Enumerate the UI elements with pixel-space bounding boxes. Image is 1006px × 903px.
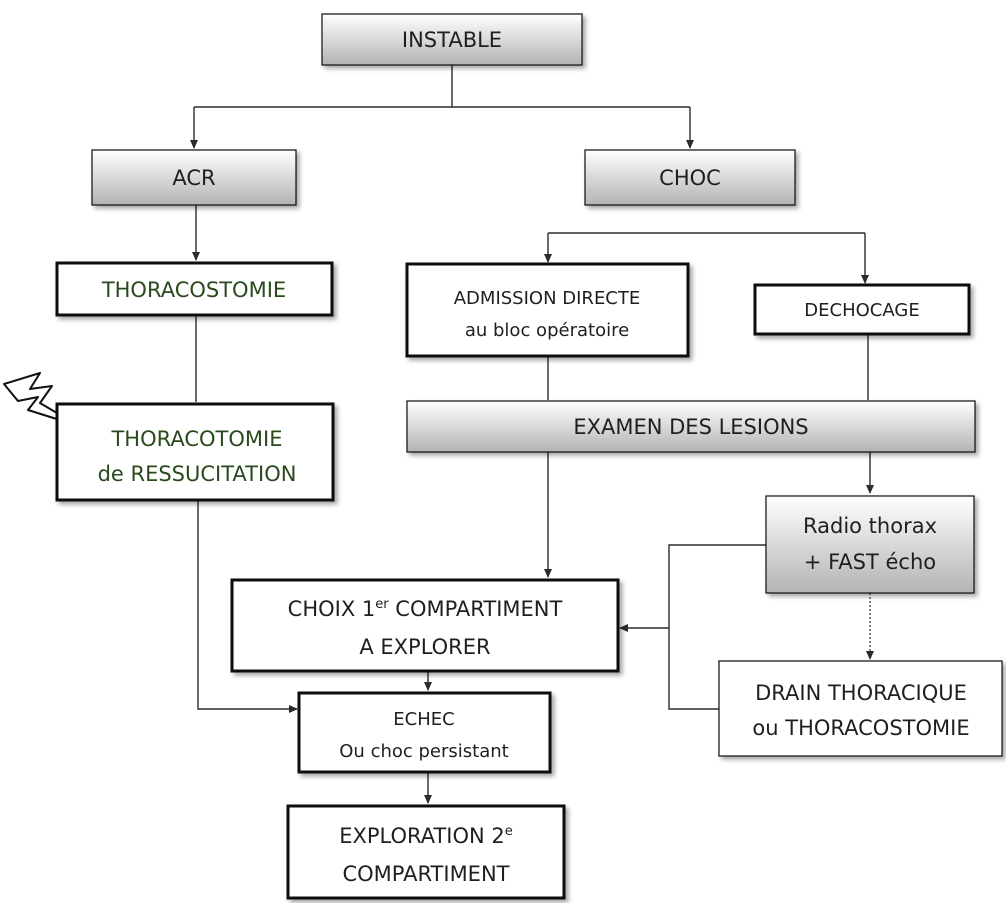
node-drain-thoracique: DRAIN THORACIQUE ou THORACOSTOMIE	[718, 660, 1003, 757]
node-instable: INSTABLE	[321, 13, 583, 66]
node-echec-line2: Ou choc persistant	[339, 741, 508, 762]
node-choc: CHOC	[584, 149, 796, 206]
node-thoracotomie-line1: THORACOTOMIE	[110, 427, 282, 451]
node-acr: ACR	[91, 149, 297, 206]
node-examen-des-lesions: EXAMEN DES LESIONS	[406, 400, 976, 453]
node-radio-thorax: Radio thorax + FAST écho	[765, 495, 975, 594]
node-choix-line1: CHOIX 1er COMPARTIMENT	[288, 597, 563, 621]
node-choc-label: CHOC	[659, 166, 721, 190]
node-admission-line2: au bloc opératoire	[465, 320, 629, 341]
node-admission-directe: ADMISSION DIRECTE au bloc opératoire	[405, 262, 690, 358]
node-thoracostomie-label: THORACOSTOMIE	[101, 278, 286, 302]
node-thoracotomie: THORACOTOMIE de RESSUCITATION	[55, 402, 335, 502]
node-dechocage: DECHOCAGE	[753, 283, 971, 336]
node-exploration: EXPLORATION 2e COMPARTIMENT	[286, 804, 566, 900]
node-exploration-line2: COMPARTIMENT	[342, 862, 509, 886]
node-exploration-line1: EXPLORATION 2e	[339, 824, 513, 848]
node-echec: ECHEC Ou choc persistant	[297, 691, 552, 774]
node-dechocage-label: DECHOCAGE	[804, 300, 919, 321]
node-drain-line2: ou THORACOSTOMIE	[752, 716, 969, 740]
node-choix-line2: A EXPLORER	[359, 635, 490, 659]
node-instable-label: INSTABLE	[402, 28, 502, 52]
node-radio-line1: Radio thorax	[803, 514, 937, 538]
node-acr-label: ACR	[172, 166, 215, 190]
connectors	[190, 65, 874, 804]
node-thoracostomie: THORACOSTOMIE	[55, 261, 334, 317]
node-choix-compartiment: CHOIX 1er COMPARTIMENT A EXPLORER	[230, 578, 620, 673]
node-admission-line1: ADMISSION DIRECTE	[454, 288, 641, 309]
node-examen-label: EXAMEN DES LESIONS	[573, 415, 808, 439]
node-drain-line1: DRAIN THORACIQUE	[755, 681, 967, 705]
node-thoracotomie-line2: de RESSUCITATION	[98, 462, 297, 486]
node-radio-line2: + FAST écho	[804, 550, 936, 574]
node-echec-line1: ECHEC	[393, 709, 454, 730]
